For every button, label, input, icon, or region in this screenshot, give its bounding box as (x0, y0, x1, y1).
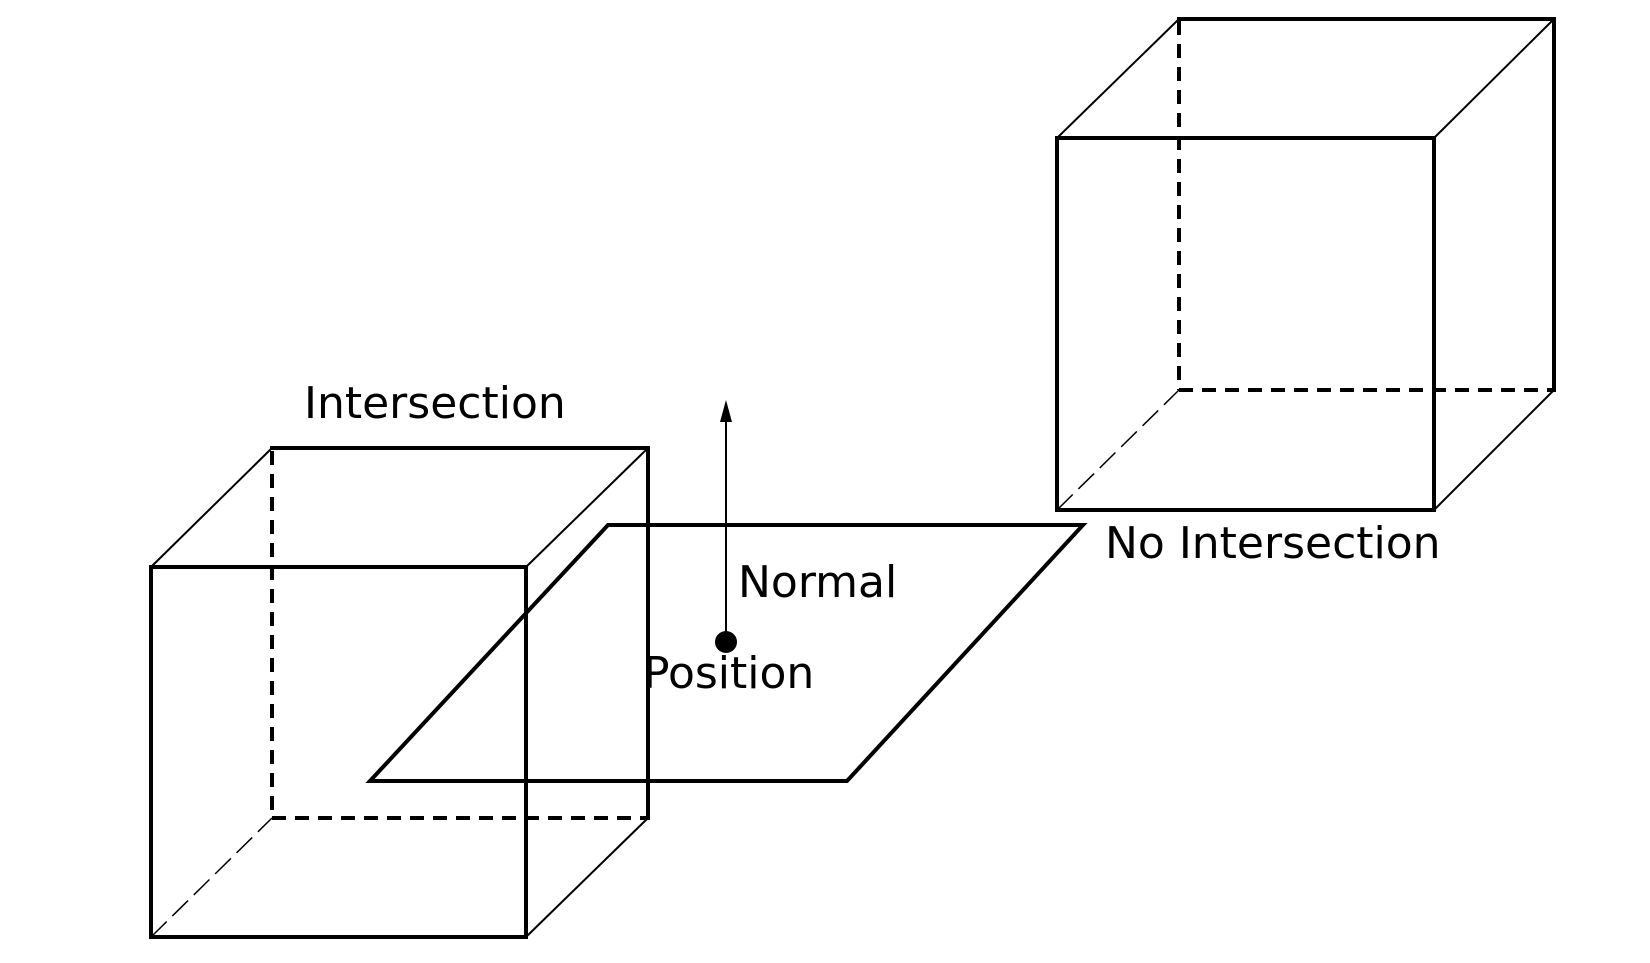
normal-arrowhead (720, 400, 732, 422)
intersection-label: Intersection (304, 378, 566, 429)
left-cube-back-diagonal-edge (150, 817, 273, 938)
intersecting-cube (149, 446, 650, 939)
right-cube-top-left-edge (1056, 18, 1180, 139)
non-intersecting-cube (1055, 17, 1556, 512)
left-cube-front-face (149, 565, 528, 939)
normal-label: Normal (738, 557, 897, 608)
left-cube-top-right-edge (525, 447, 649, 568)
plane (365, 523, 1088, 783)
right-cube-back-diagonal-edge (1056, 389, 1180, 511)
position-label: Position (643, 648, 814, 699)
no-intersection-label: No Intersection (1105, 518, 1441, 569)
position-point (715, 631, 737, 653)
right-cube-bottom-right-edge (1433, 389, 1555, 511)
left-cube-top-left-edge (150, 447, 273, 568)
normal-vector (715, 400, 737, 653)
left-cube-bottom-right-edge (525, 817, 649, 938)
right-cube-top-right-edge (1433, 18, 1555, 139)
right-cube-front-face (1055, 136, 1436, 512)
